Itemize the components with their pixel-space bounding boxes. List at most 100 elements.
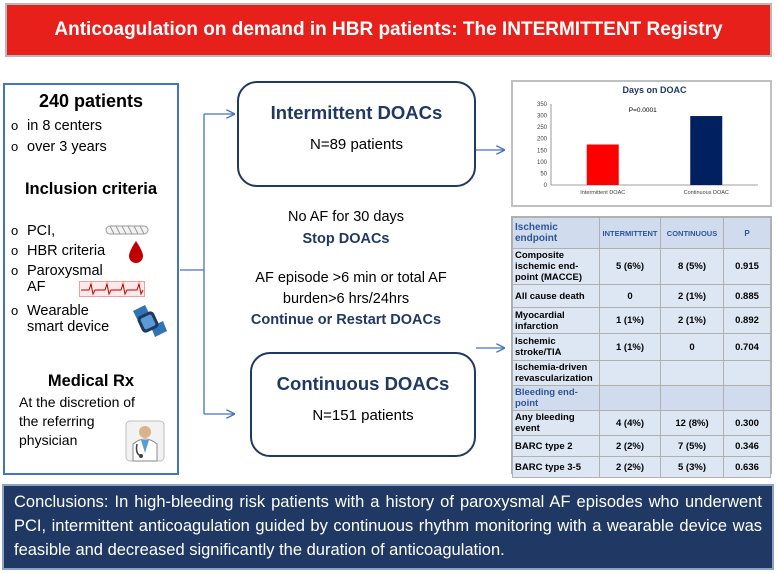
row-intermittent: 1 (1%) [599,333,661,361]
p-value-annotation: P=0.0001 [629,107,657,114]
criterion-text: Wearable smart device [27,303,110,335]
row-continuous: 8 (5%) [660,248,724,285]
row-label: BARC type 3-5 [512,456,600,478]
table-header-intermittent: INTERMITTENT [599,217,661,249]
y-tick-label: 350 [537,102,548,108]
continuous-count: N=151 patients [312,407,414,424]
row-p [723,385,771,411]
medical-rx-line: physician [19,432,78,448]
row-p: 0.300 [723,410,771,436]
table-row: Ischemia-driven revascularization [512,360,771,386]
y-tick-label: 50 [540,171,547,177]
row-label: BARC type 2 [512,435,600,457]
bullet-text: over 3 years [27,139,107,155]
medical-rx-line: At the discretion of [19,394,135,410]
table-row: Ischemic stroke/TIA 1 (1%) 0 0.704 [512,333,771,361]
row-intermittent [599,385,661,411]
row-continuous: 5 (3%) [660,456,724,478]
row-label: Any bleeding event [512,410,600,436]
stop-doacs-text: Stop DOACs [302,231,390,247]
row-intermittent: 1 (1%) [599,307,661,334]
table-row: All cause death 0 2 (1%) 0.885 [512,284,771,308]
table-row: BARC type 2 2 (2%) 7 (5%) 0.346 [512,435,771,457]
row-continuous: 2 (1%) [660,284,724,308]
row-continuous: 0 [660,333,724,361]
medical-rx-line: the referring [19,413,95,429]
row-p: 0.346 [723,435,771,457]
bullet-text: in 8 centers [27,118,102,134]
stent-icon [105,225,149,235]
boxes-to-results-connector [476,150,504,348]
row-continuous [660,360,724,386]
continuous-doacs-box: Continuous DOACs N=151 patients [250,352,476,457]
criterion-text: PCI, [27,223,56,239]
row-p: 0.915 [723,248,771,285]
row-continuous: 7 (5%) [660,435,724,457]
af-episode-line2: burden>6 hrs/24hrs [282,291,410,307]
blood-drop-icon [129,241,143,263]
continuous-title: Continuous DOACs [276,373,450,394]
bleeding-heading: Bleeding end-point [512,385,600,411]
patient-count: 240 patients [38,91,144,111]
left-to-boxes-connector [180,114,234,414]
table-section-row: Bleeding end-point [512,385,771,411]
conclusions-text: Conclusions: In high-bleeding risk patie… [2,484,774,570]
table-row: BARC type 3-5 2 (2%) 5 (3%) 0.636 [512,456,771,478]
row-label: Myocardial infarction [512,307,600,334]
y-tick-label: 0 [544,183,548,189]
row-intermittent: 4 (4%) [599,410,661,436]
inclusion-heading: Inclusion criteria [24,180,158,198]
criterion-text: Paroxysmal AF [27,263,103,295]
row-p [723,360,771,386]
x-tick-label: Continuous DOAC [684,190,729,196]
bar [690,116,723,185]
row-continuous: 2 (1%) [660,307,724,334]
chart-title: Days on DOAC [622,85,687,95]
row-intermittent: 2 (2%) [599,456,661,478]
row-continuous [660,385,724,411]
row-p: 0.636 [723,456,771,478]
y-tick-label: 300 [537,114,548,120]
chart-canvas: Days on DOAC050100150200250300350Intermi… [537,85,758,196]
continue-doacs-text: Continue or Restart DOACs [250,312,442,328]
table-row: Composite ischemic end-point (MACCE) 5 (… [512,248,771,285]
row-label: Composite ischemic end-point (MACCE) [512,248,600,285]
table-row: Any bleeding event 4 (4%) 12 (8%) 0.300 [512,410,771,436]
doctor-icon [125,420,165,462]
row-intermittent: 5 (6%) [599,248,661,285]
page-title: Anticoagulation on demand in HBR patient… [5,3,772,57]
table-header-continuous: CONTINUOUS [660,217,724,249]
endpoint-table: Ischemic endpoint INTERMITTENT CONTINUOU… [511,216,772,478]
intermittent-count: N=89 patients [310,136,403,153]
bar [586,144,619,185]
row-label: Ischemic stroke/TIA [512,333,600,361]
y-tick-label: 150 [537,148,548,154]
row-p: 0.892 [723,307,771,334]
table-header-endpoint: Ischemic endpoint [512,217,600,249]
y-tick-label: 100 [537,160,548,166]
medical-rx-heading: Medical Rx [47,372,135,390]
table-header-p: P [723,217,771,249]
intermittent-title: Intermittent DOACs [270,102,443,123]
row-label: Ischemia-driven revascularization [512,360,600,386]
no-af-text: No AF for 30 days [287,209,405,225]
row-p: 0.704 [723,333,771,361]
row-label: All cause death [512,284,600,308]
af-episode-line1: AF episode >6 min or total AF [255,270,447,286]
table-row: Myocardial infarction 1 (1%) 2 (1%) 0.89… [512,307,771,334]
x-tick-label: Intermittent DOAC [580,190,625,196]
smartwatch-icon [133,305,167,337]
row-intermittent: 0 [599,284,661,308]
ecg-strip-icon [79,281,145,297]
row-p: 0.885 [723,284,771,308]
criterion-text: HBR criteria [27,243,106,259]
row-intermittent [599,360,661,386]
